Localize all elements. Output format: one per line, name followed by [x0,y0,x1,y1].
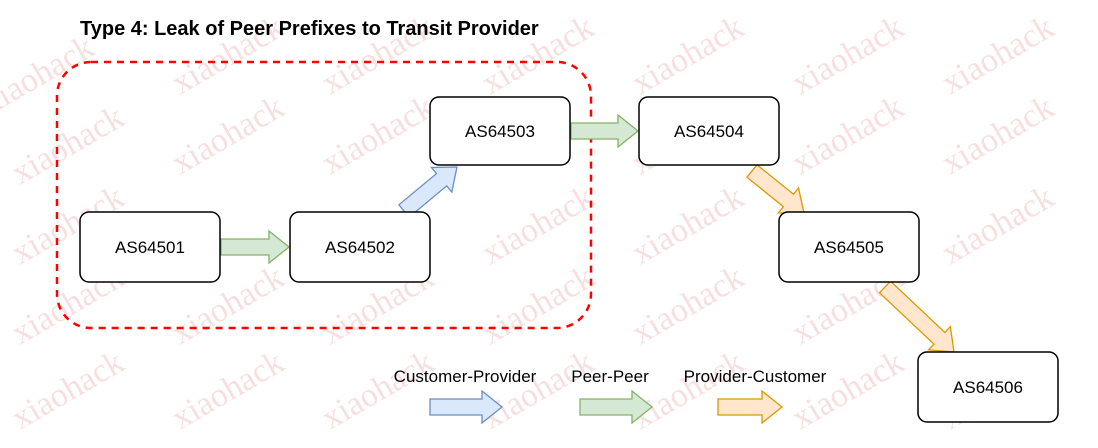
watermark: xiaohack [626,344,751,437]
watermark: xiaohack [476,344,601,437]
watermark: xiaohack [626,179,751,272]
as-node-label: AS64503 [465,122,535,141]
watermark: xiaohack [476,179,601,272]
diagram-title: Type 4: Leak of Peer Prefixes to Transit… [80,18,539,40]
arrow-as64504-to-as64505 [746,163,805,214]
watermark: xiaohack [6,99,131,192]
as-node-box[interactable] [79,211,221,283]
watermark: xiaohack [936,179,1061,272]
legend-label-peer-peer: Peer-Peer [571,367,649,386]
watermark: xiaohack [626,259,751,352]
watermark: xiaohack [316,89,441,182]
watermark: xiaohack [786,9,911,102]
watermark: xiaohack [0,29,100,122]
arrow-as64501-to-as64502 [220,229,291,265]
watermark: xiaohack [626,9,751,102]
as-node-label: AS64505 [814,238,884,257]
as-node-box[interactable] [429,96,571,166]
legend-arrow-peer-peer [579,389,654,425]
leak-boundary-box [55,60,593,330]
watermark: xiaohack [166,89,291,182]
as-node-as64503[interactable]: AS64503 [429,96,571,166]
as-node-as64502[interactable]: AS64502 [289,211,431,283]
watermark: xiaohack [786,344,911,437]
as-node-box[interactable] [289,211,431,283]
watermark: xiaohack [6,344,131,437]
watermark: xiaohack [166,344,291,437]
as-node-as64504[interactable]: AS64504 [638,96,780,166]
legend-arrow-provider-customer [717,389,784,425]
arrow-as64505-to-as64506 [878,280,955,353]
as-node-as64506[interactable]: AS64506 [917,351,1059,423]
as-node-as64501[interactable]: AS64501 [79,211,221,283]
arrow-as64502-to-as64503 [397,166,458,219]
legend-label-customer-provider: Customer-Provider [394,367,537,386]
as-node-label: AS64502 [325,238,395,257]
as-node-box[interactable] [778,211,920,283]
as-node-as64505[interactable]: AS64505 [778,211,920,283]
as-node-label: AS64506 [953,378,1023,397]
as-node-label: AS64504 [674,122,744,141]
as-node-box[interactable] [638,96,780,166]
as-node-box[interactable] [917,351,1059,423]
watermark: xiaohack [476,259,601,352]
watermark: xiaohack [936,9,1061,102]
legend-arrow-customer-provider [429,389,504,425]
as-node-label: AS64501 [115,238,185,257]
arrow-as64503-to-as64504 [570,113,640,149]
watermark: xiaohack [936,89,1061,182]
watermark: xiaohack [316,344,441,437]
watermark: xiaohack [786,89,911,182]
legend-label-provider-customer: Provider-Customer [684,367,827,386]
relation-arrows [220,113,955,425]
